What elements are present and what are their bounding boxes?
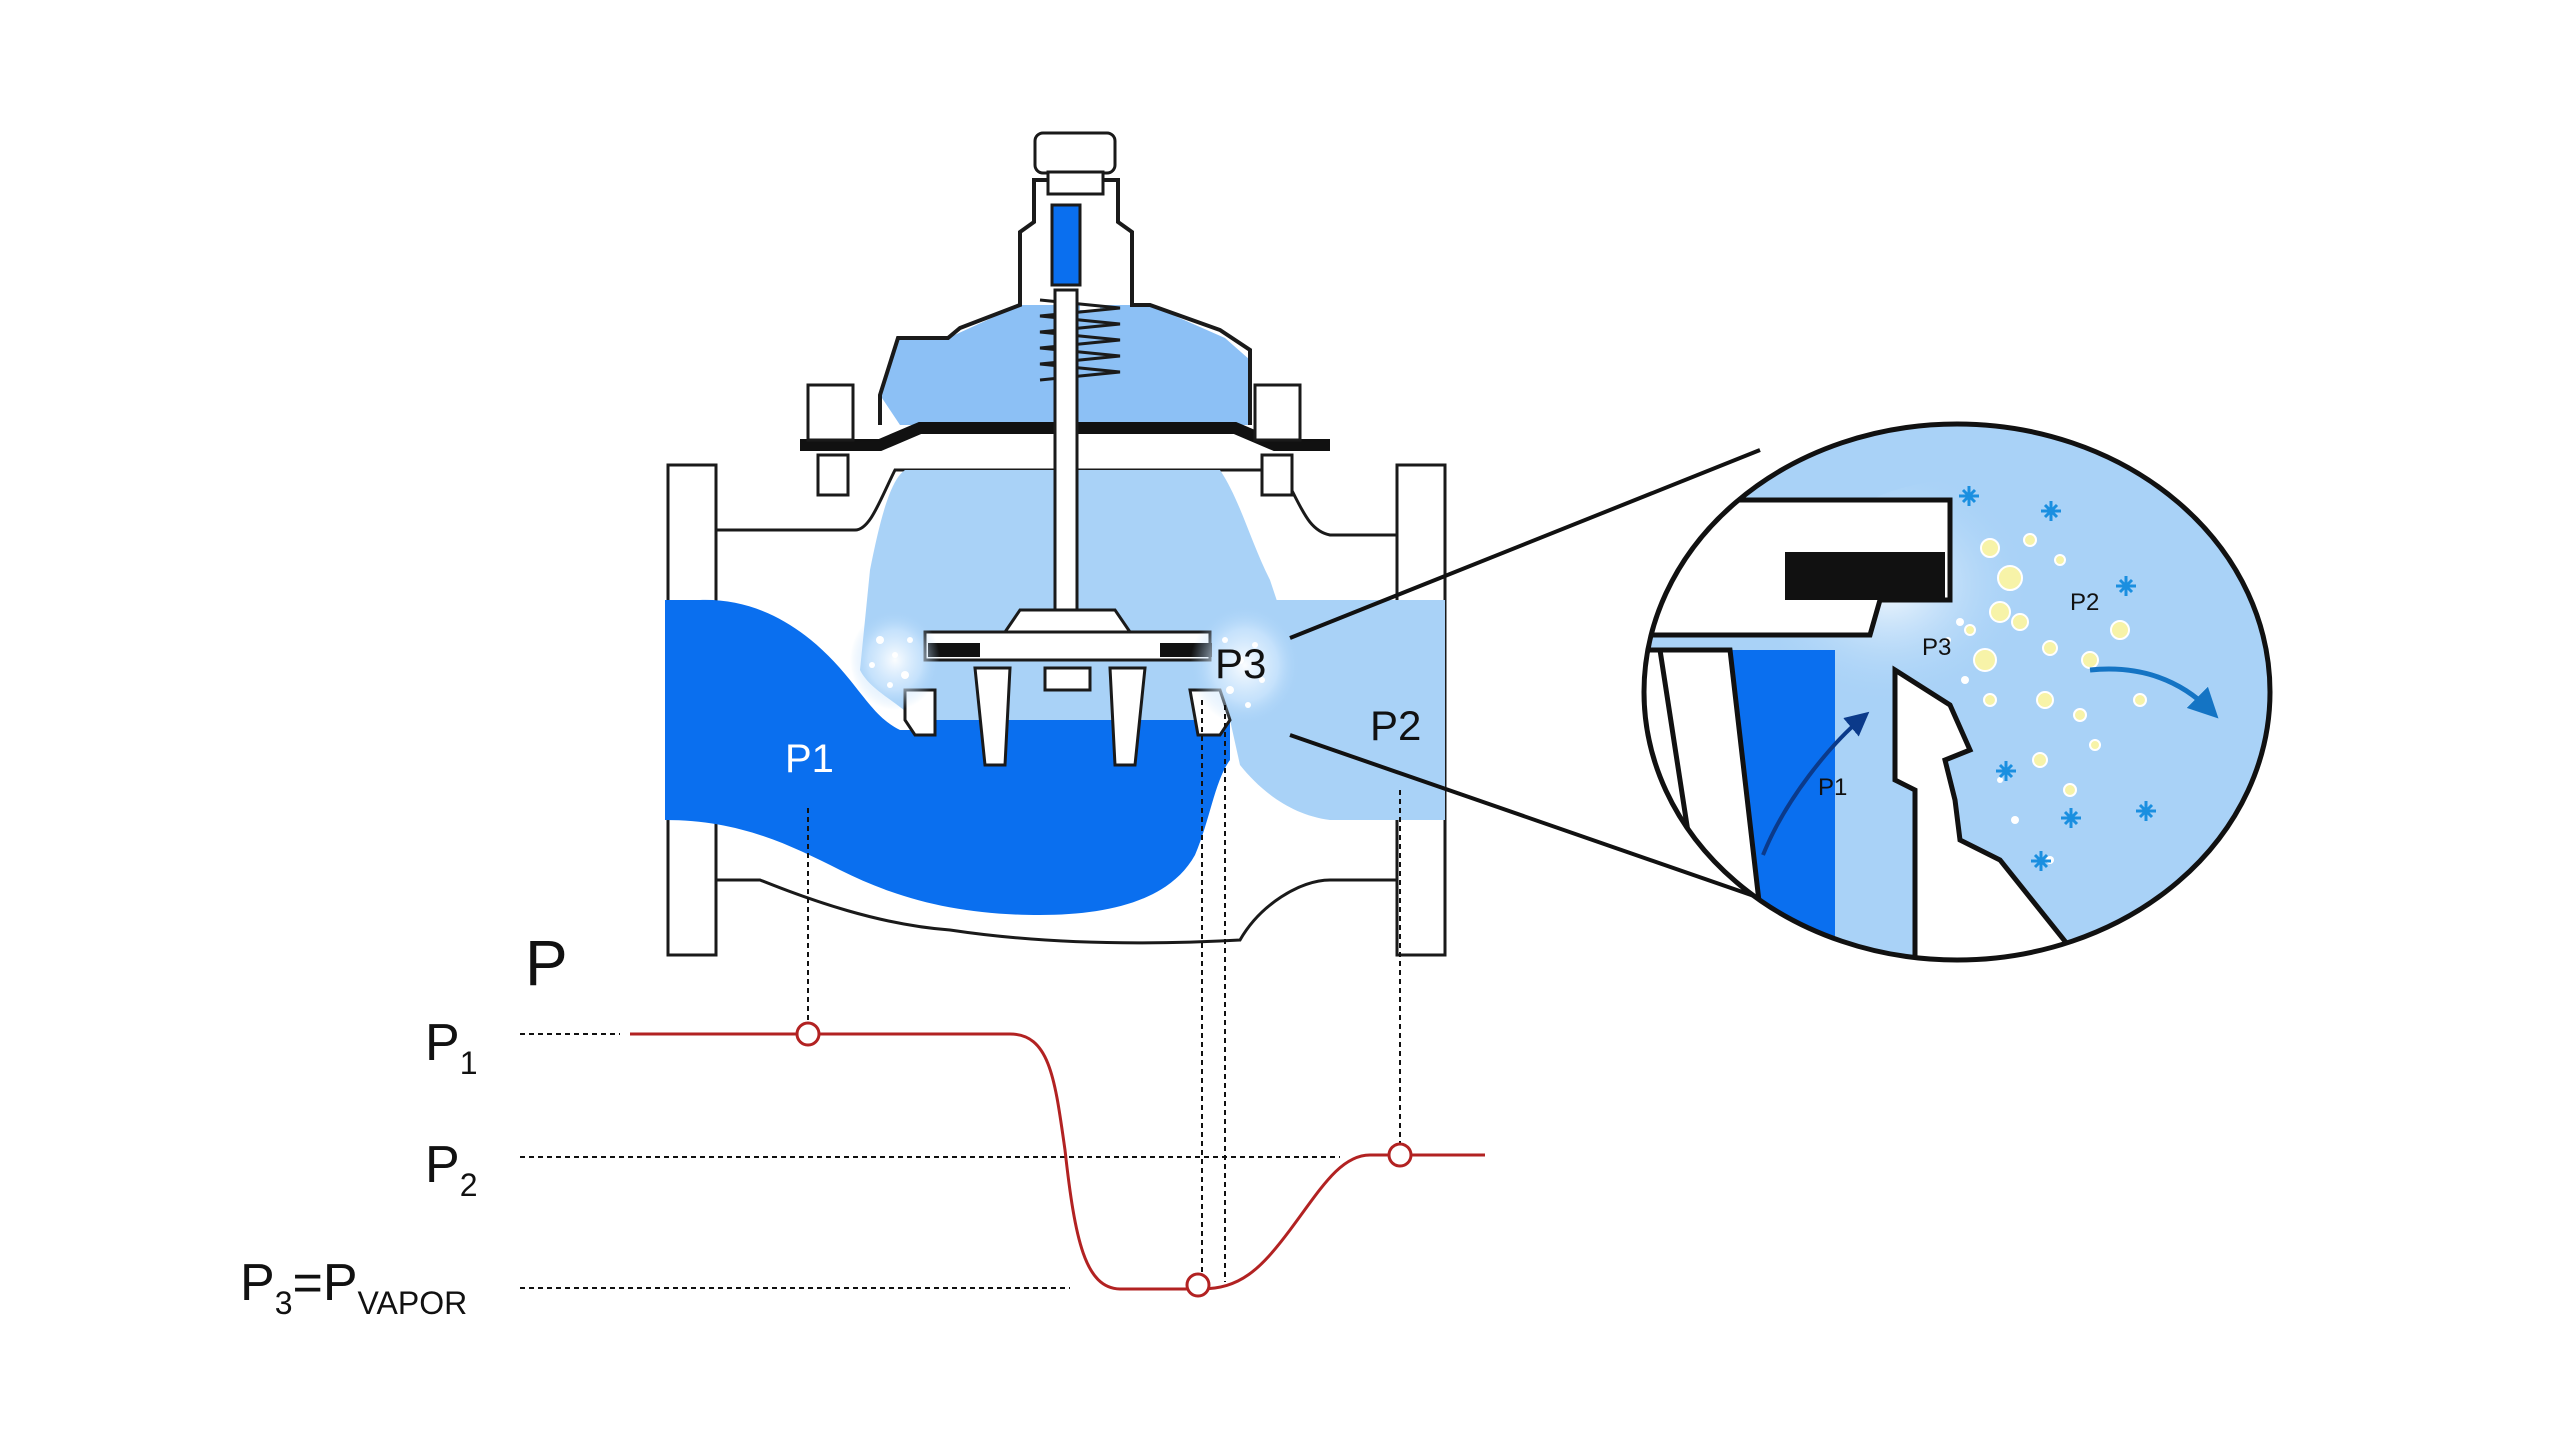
inlet-pressure-label: P1 [785,737,834,781]
level-guides [520,1033,1340,1289]
disc-guides [973,666,1147,767]
zoom-inlet-label: P1 [1818,774,1847,801]
outlet-flow-arrow [2089,666,2219,719]
pressure-graph: P P1 P2 P3=PVAPOR [240,700,1485,1321]
callout-line-bottom [1289,733,1781,907]
seat-pressure-label: P3 [1215,640,1266,687]
flange-bolts [806,383,1302,497]
inlet-water [665,599,1230,915]
zoom-seat-label: P3 [1922,634,1951,661]
projection-lines [807,700,1401,1282]
cavitation-foam-left [850,610,940,710]
implosion-sparkles [1959,486,2156,871]
cavitation-foam-right [1190,605,1300,725]
valve-body: P1 P3 P2 [665,131,1447,957]
zoom-content: P1 P3 P2 [1644,424,2270,960]
level-label-p2: P2 [425,1136,477,1203]
zoom-outlet-label: P2 [2070,589,2099,616]
outlet-pressure-label: P2 [1370,702,1421,749]
inlet-flow-arrow [1761,711,1870,856]
top-plug [1033,131,1117,175]
disc-hub [1002,608,1133,634]
pressure-curve [630,1032,1485,1291]
zoom-circle-border [1641,421,2273,963]
disc-seal-left [928,643,980,657]
stem-guide [1050,203,1082,287]
zoom-callout: P1 P3 P2 [1289,421,2273,963]
level-label-p3-vapor: P3=PVAPOR [240,1254,467,1321]
valve-stem [1053,288,1079,632]
top-nut [1046,170,1105,196]
level-label-p1: P1 [425,1014,477,1081]
bonnet-cover [878,178,1252,425]
cavitation-bubbles [869,636,1265,708]
pressure-markers [795,1021,1413,1298]
callout-line-top [1289,448,1761,640]
graph-axis-label: P [525,927,568,999]
